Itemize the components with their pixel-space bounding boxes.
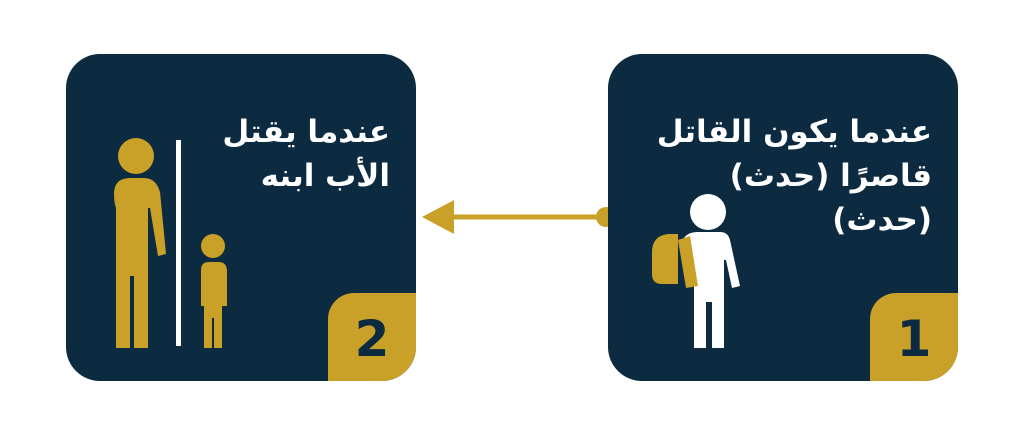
card-title-line: (حدث) <box>832 202 932 238</box>
father-and-son-icon <box>114 138 227 348</box>
card-title-line: عندما يقتل <box>222 114 390 150</box>
card-minor-killer: عندما يكون القاتل قاصرًا (حدث) (حدث) 1 <box>608 54 958 381</box>
card-title-line: قاصرًا (حدث) <box>729 158 932 194</box>
number-badge: 1 <box>870 293 958 381</box>
card-title: عندما يقتل الأب ابنه <box>170 110 390 198</box>
arrow-left-icon <box>422 200 616 234</box>
card-title: عندما يكون القاتل قاصرًا (حدث) (حدث) <box>656 110 932 242</box>
card-title-line: عندما يكون القاتل <box>656 114 932 150</box>
card-title-line: الأب ابنه <box>260 158 390 194</box>
card-number: 1 <box>896 310 932 368</box>
schoolchild-with-backpack-icon <box>652 194 740 348</box>
card-number: 2 <box>354 310 390 368</box>
number-badge: 2 <box>328 293 416 381</box>
card-father-kills-son: عندما يقتل الأب ابنه 2 <box>66 54 416 381</box>
